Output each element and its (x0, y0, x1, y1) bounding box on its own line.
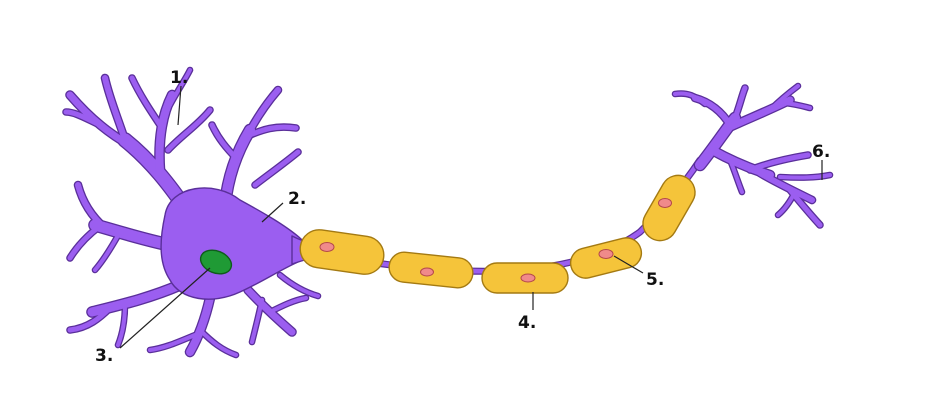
dendrite-branch (87, 280, 185, 317)
myelin-sheath (569, 237, 643, 279)
label-5: 5. (646, 270, 664, 290)
schwann-cell-nucleus (598, 249, 614, 259)
label-1: 1. (170, 68, 188, 88)
leader-line-2 (261, 202, 284, 223)
schwann-cell-nucleus (319, 242, 335, 252)
leader-lines (119, 85, 823, 349)
cell-nucleus (199, 249, 233, 275)
myelin-sheath (481, 262, 569, 294)
myelin-sheaths (299, 174, 696, 294)
dendrite-branch (278, 273, 320, 298)
axon-terminal-branch (783, 101, 812, 110)
schwann-cell-nucleus (520, 273, 536, 283)
axon-terminal-branch (757, 170, 815, 203)
dendrite-branch (155, 91, 176, 174)
axon-terminal-branch (778, 173, 832, 180)
myelin-sheath (299, 229, 385, 275)
label-3: 3. (95, 346, 113, 366)
axon-terminals (671, 82, 834, 229)
labels: 1. 2. 3. 4. 5. 6. (95, 68, 830, 366)
label-2: 2. (288, 189, 306, 209)
axon-terminal-branch (695, 113, 740, 170)
dendrite-branch (186, 294, 214, 356)
dendrite-branch (67, 223, 103, 261)
leader-line-1 (177, 85, 182, 126)
dendrite-branch (67, 305, 113, 333)
dendrite-branch (168, 68, 192, 107)
schwann-cell-nucleus (420, 267, 434, 277)
schwann-cell-nucleus (658, 198, 672, 208)
dendrite-branch (63, 109, 103, 128)
dendrite-branch (247, 124, 299, 138)
axon-terminal-branch (768, 84, 800, 112)
dendrite-branch (165, 107, 213, 153)
dendrite-branch (198, 328, 238, 357)
leader-line-5 (613, 255, 644, 274)
dendrite-branch (209, 122, 241, 163)
dendrite-branch (148, 333, 197, 352)
dendrite-branch (250, 298, 264, 344)
axon-terminal-branch (747, 152, 811, 173)
myelin-sheath (642, 174, 696, 242)
dendrite-branch (129, 75, 163, 128)
dendrite-branch (116, 302, 127, 347)
axon-terminal-branch (732, 85, 748, 121)
axon-terminal-branch (673, 91, 707, 106)
axon-terminal-branch (728, 158, 744, 194)
leader-line-3 (119, 267, 211, 349)
dendrite-branch (268, 296, 308, 314)
dendrite-branch (252, 149, 301, 188)
label-6: 6. (812, 142, 830, 162)
axon-terminal-branch (776, 190, 797, 217)
label-4: 4. (518, 313, 536, 333)
dendrites (62, 66, 322, 359)
dendrite-branch (102, 75, 128, 143)
myelin-sheath (388, 251, 474, 289)
dendrite-branch (93, 230, 122, 272)
